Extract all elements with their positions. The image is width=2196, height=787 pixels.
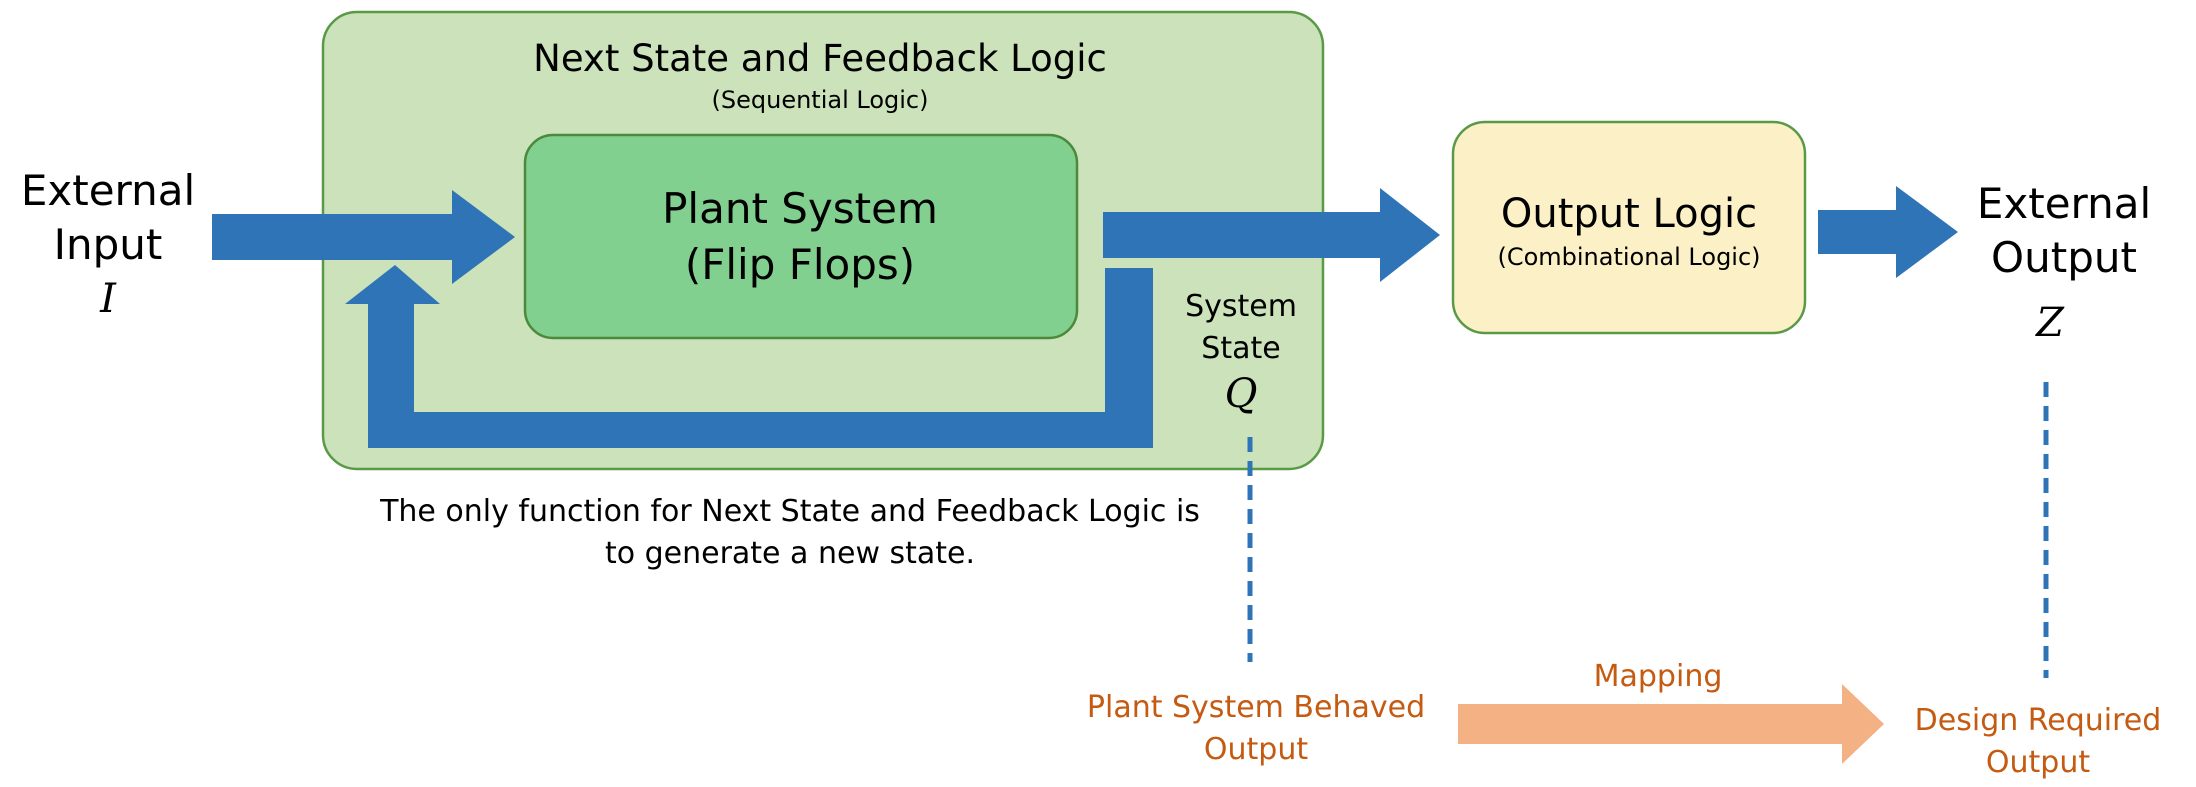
- behaved-output-label: Plant System Behaved: [1087, 690, 1425, 725]
- design-output-label-line2: Output: [1986, 745, 2090, 780]
- system-state-label: System: [1185, 289, 1297, 324]
- external-output-label: External: [1977, 179, 2151, 228]
- output-logic-box: [1451, 120, 1807, 335]
- external-input-label: External: [21, 166, 195, 215]
- output-arrow: [1818, 186, 1958, 278]
- state-arrow: [1103, 188, 1440, 282]
- output-logic-title: Output Logic: [1501, 191, 1757, 237]
- input-arrow: [212, 190, 515, 284]
- external-input-label-line2: Input: [54, 220, 163, 269]
- behaved-output-label-line2: Output: [1204, 732, 1308, 767]
- mapping-label: Mapping: [1594, 659, 1723, 694]
- output-symbol: Z: [2034, 300, 2065, 346]
- output-logic-subtitle: (Combinational Logic): [1497, 243, 1760, 271]
- feedback-logic-subtitle: (Sequential Logic): [712, 86, 929, 114]
- note-line-2: to generate a new state.: [605, 536, 975, 571]
- plant-system-sublabel: (Flip Flops): [685, 240, 915, 289]
- state-symbol: Q: [1225, 371, 1258, 417]
- plant-system-box: [523, 133, 1079, 340]
- system-state-label-line2: State: [1201, 331, 1280, 366]
- feedback-arrow: [345, 265, 1153, 448]
- feedback-logic-title: Next State and Feedback Logic: [533, 37, 1107, 80]
- note-line-1: The only function for Next State and Fee…: [379, 494, 1200, 529]
- input-symbol: I: [99, 276, 117, 322]
- mapping-arrow: [1458, 684, 1884, 764]
- plant-system-label: Plant System: [662, 184, 938, 233]
- design-output-label: Design Required: [1915, 703, 2162, 738]
- external-output-label-line2: Output: [1991, 233, 2137, 282]
